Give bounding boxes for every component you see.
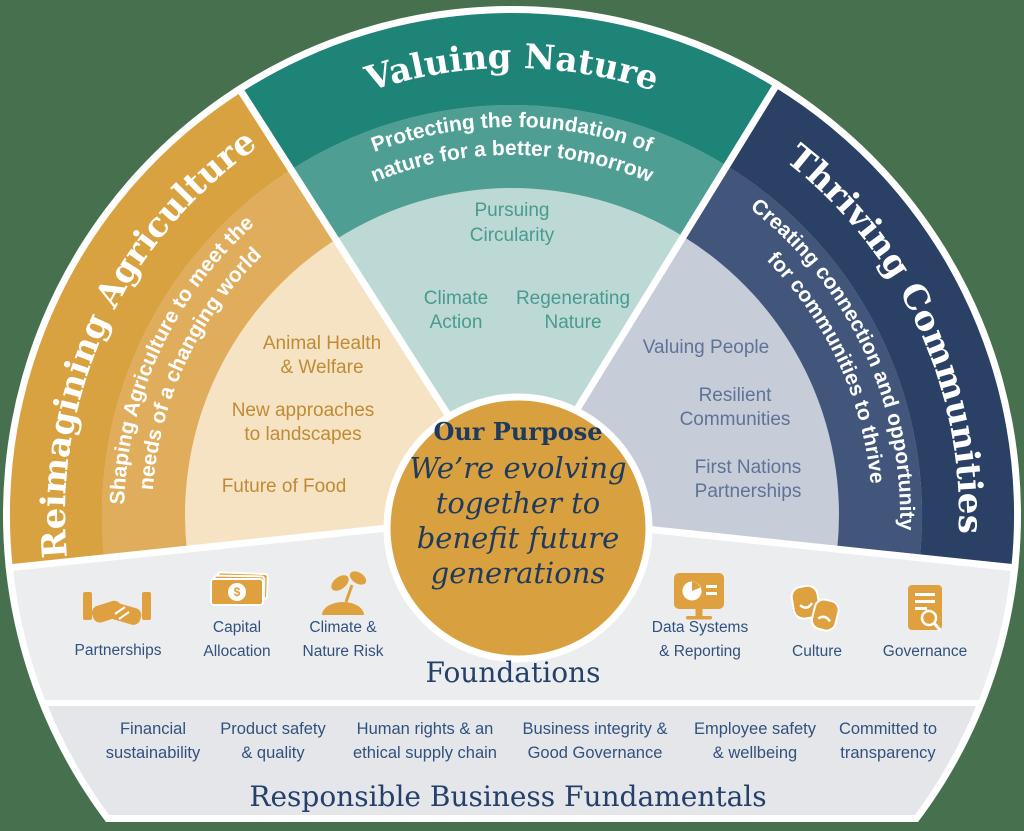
- sector-reimagining-agriculture: [9, 92, 513, 568]
- purpose-circle-shape: [383, 393, 653, 663]
- item-regenerating-nature-2: Nature: [544, 312, 601, 333]
- capital-allocation-icon: $: [210, 571, 269, 606]
- climate-nature-risk-icon: [322, 571, 367, 615]
- fundamental-financial-1: Financial: [120, 720, 186, 738]
- fundamental-integrity-2: Good Governance: [528, 744, 663, 762]
- nature-items: Pursuing Circularity Climate Action Rege…: [424, 200, 630, 333]
- partnerships-icon: [83, 592, 151, 625]
- sector-valuing-nature: [241, 12, 775, 515]
- communities-middle-ring: [683, 165, 923, 558]
- agriculture-outer-ring: [9, 92, 292, 568]
- item-resilient-communities-2: Communities: [680, 409, 791, 430]
- foundations-title: Foundations: [426, 656, 601, 689]
- purpose-heading: Our Purpose: [433, 417, 602, 446]
- item-first-nations: First Nations: [695, 457, 802, 478]
- fundamental-integrity-1: Business integrity &: [523, 720, 668, 738]
- purpose-circle: Our Purpose We’re evolving together to b…: [383, 393, 653, 663]
- item-climate-action-2: Action: [430, 312, 483, 333]
- communities-outer-ring: [726, 87, 1015, 568]
- purpose-line-1: We’re evolving: [409, 451, 626, 485]
- purpose-line-4: generations: [431, 556, 606, 590]
- item-future-of-food: Future of Food: [222, 476, 347, 497]
- culture-icon: [790, 584, 840, 632]
- capital-label-2: Allocation: [203, 643, 270, 660]
- culture-label: Culture: [792, 643, 842, 660]
- foundations-row: Partnerships $ Capital Allocation Climat…: [74, 571, 967, 689]
- agriculture-items: Animal Health & Welfare New approaches t…: [222, 333, 381, 497]
- governance-icon: [908, 585, 942, 631]
- fundamentals-row: Financial sustainability Product safety …: [106, 720, 937, 813]
- nature-outer-ring: [241, 12, 775, 170]
- data-systems-label-2: & Reporting: [659, 643, 741, 660]
- fundamental-product-2: & quality: [241, 744, 305, 762]
- purpose-line-2: together to: [436, 486, 601, 520]
- dollar-sign: $: [234, 585, 241, 599]
- fundamental-financial-2: sustainability: [106, 744, 201, 762]
- partnerships-label: Partnerships: [74, 642, 161, 659]
- fundamental-product-1: Product safety: [220, 720, 326, 738]
- agriculture-middle-ring: [101, 169, 336, 558]
- communities-items: Valuing People Resilient Communities Fir…: [643, 337, 802, 502]
- climate-label-2: Nature Risk: [303, 643, 384, 660]
- fundamentals-band: [48, 706, 976, 815]
- item-animal-health: Animal Health: [263, 333, 381, 354]
- governance-label: Governance: [883, 643, 967, 660]
- fundamental-human-rights-1: Human rights & an: [357, 720, 494, 738]
- item-animal-health-2: & Welfare: [280, 357, 363, 378]
- item-pursuing-circularity: Pursuing: [475, 200, 550, 221]
- data-systems-icon: [674, 573, 724, 620]
- item-climate-action: Climate: [424, 288, 488, 309]
- item-valuing-people: Valuing People: [643, 337, 769, 358]
- sector-thriving-communities: [512, 87, 1015, 568]
- data-systems-label-1: Data Systems: [652, 619, 749, 636]
- item-resilient-communities: Resilient: [699, 385, 773, 406]
- fundamental-human-rights-2: ethical supply chain: [353, 744, 497, 762]
- item-first-nations-2: Partnerships: [695, 481, 802, 502]
- nature-middle-ring: [291, 105, 727, 240]
- purpose-line-3: benefit future: [417, 521, 620, 555]
- fundamental-employee-1: Employee safety: [694, 720, 817, 738]
- item-pursuing-circularity-2: Circularity: [470, 225, 555, 246]
- climate-label-1: Climate &: [309, 619, 377, 636]
- fundamentals-title: Responsible Business Fundamentals: [249, 780, 766, 813]
- fundamental-employee-2: & wellbeing: [713, 744, 797, 762]
- fundamental-transparency-1: Committed to: [839, 720, 937, 738]
- fundamental-transparency-2: transparency: [840, 744, 936, 762]
- item-regenerating-nature: Regenerating: [516, 288, 630, 309]
- item-new-approaches-2: to landscapes: [244, 424, 361, 445]
- item-new-approaches: New approaches: [232, 400, 375, 421]
- capital-label-1: Capital: [213, 619, 261, 636]
